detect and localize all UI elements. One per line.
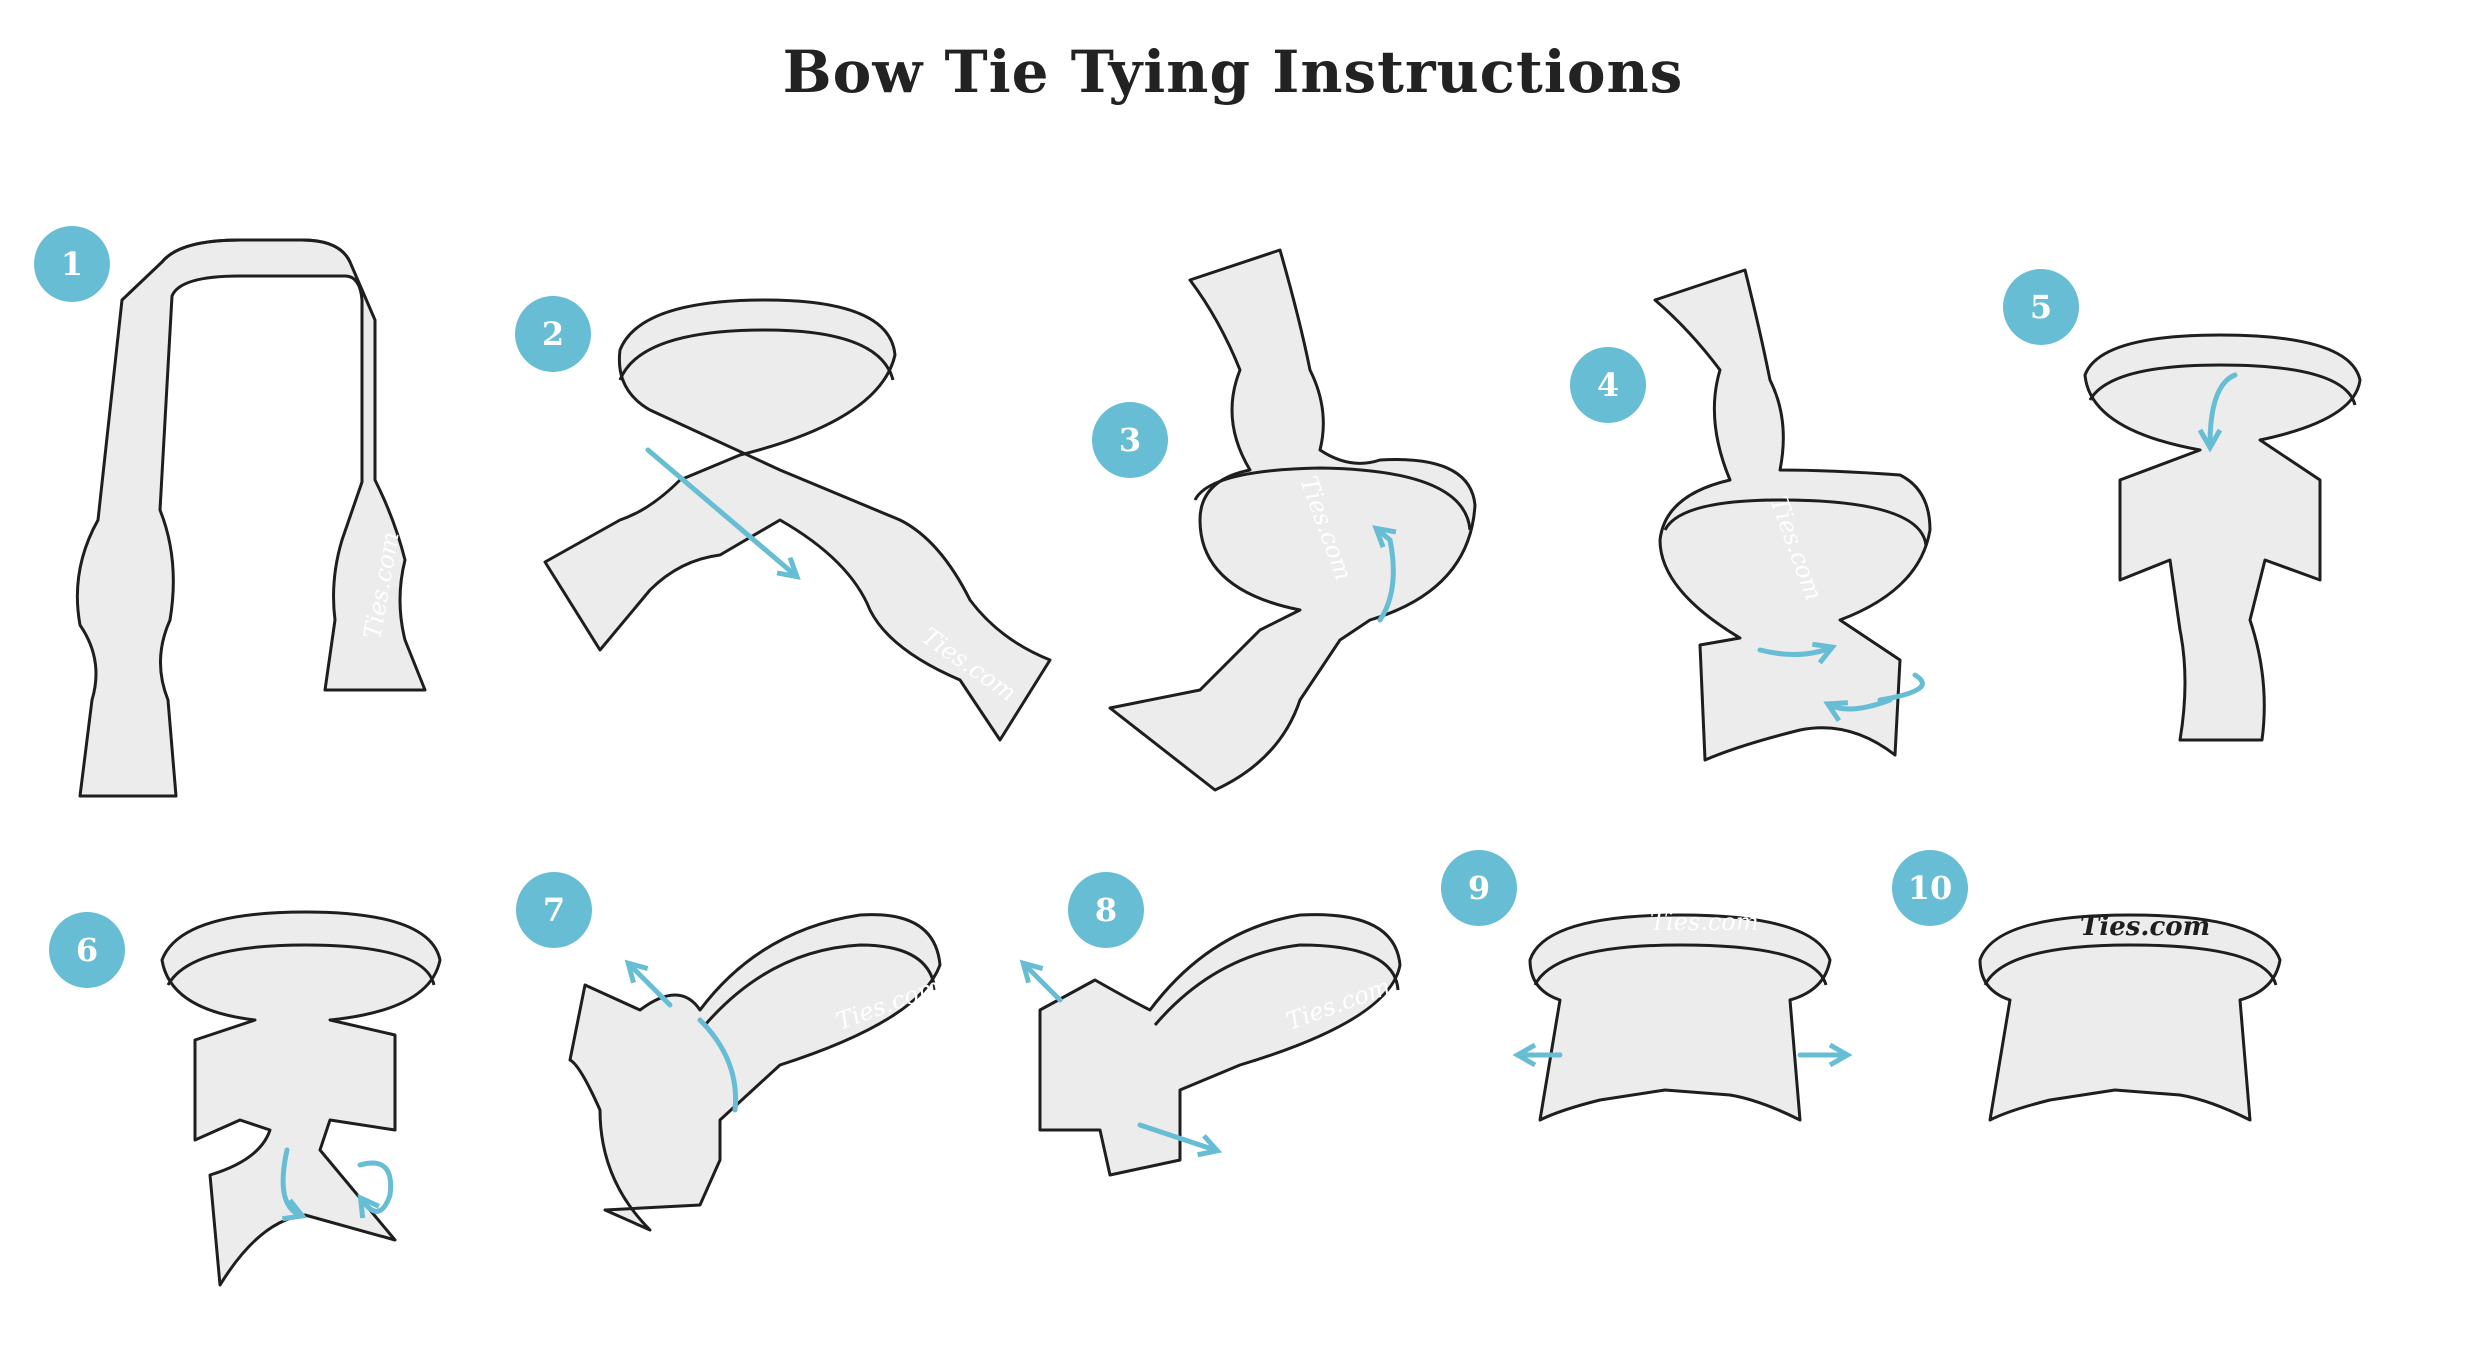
page-title: Bow Tie Tying Instructions — [782, 38, 1684, 106]
step-10-illustration: Ties.com — [1978, 912, 2282, 1122]
step-2-illustration: Ties.com — [543, 298, 1052, 742]
watermark-9: Ties.com — [1650, 908, 1758, 936]
step-5-illustration — [2083, 333, 2362, 742]
step-badge-3: 3 — [1092, 402, 1168, 478]
step-badge-6: 6 — [49, 912, 125, 988]
step-badge-1: 1 — [34, 226, 110, 302]
step-1-illustration: Ties.com — [75, 238, 427, 798]
step-4-illustration: Ties.com — [1653, 268, 1932, 762]
step-3-illustration: Ties.com — [1108, 248, 1477, 792]
step-6-illustration — [160, 910, 442, 1287]
step-badge-8: 8 — [1068, 872, 1144, 948]
step-badge-4: 4 — [1570, 347, 1646, 423]
step-badge-2: 2 — [515, 296, 591, 372]
step-8-illustration: Ties.com — [1019, 913, 1402, 1177]
step-badge-10: 10 — [1892, 850, 1968, 926]
step-badge-5: 5 — [2003, 269, 2079, 345]
step-badge-7: 7 — [516, 872, 592, 948]
step-7-illustration: Ties.com — [568, 913, 944, 1232]
ties-logo: Ties.com — [2080, 912, 2210, 942]
step-9-illustration: Ties.com — [1512, 908, 1853, 1122]
step-badge-9: 9 — [1441, 850, 1517, 926]
